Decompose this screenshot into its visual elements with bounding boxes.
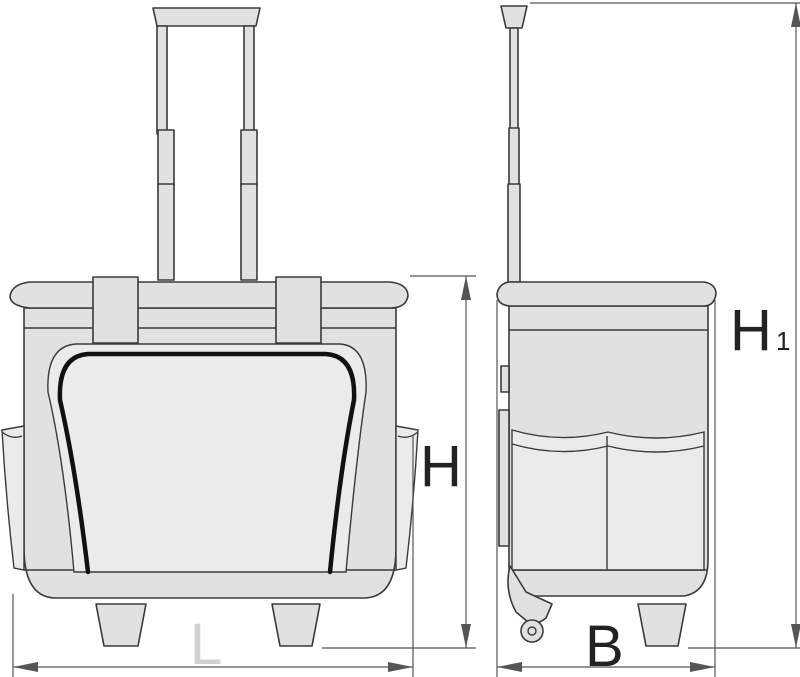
dimension-lines [12,2,800,677]
side-back-bracket-lower [498,409,510,547]
side-telescopic-handle [500,5,528,283]
total-height-label: H [730,298,772,363]
height-label: H [420,434,462,499]
front-right-foot [271,603,321,647]
front-view [1,7,419,647]
front-left-foot [95,603,147,647]
side-pocket [511,429,705,571]
front-right-side-pocket [395,425,419,571]
front-top-rim [9,281,409,309]
length-label: L [190,612,222,677]
front-telescopic-handle [152,7,261,281]
front-pocket-zipper [57,351,357,575]
side-top-rim [496,281,717,307]
total-height-subscript: 1 [776,326,790,356]
front-left-strap [92,276,139,344]
side-view [496,5,717,647]
front-pocket-panel [47,343,367,573]
side-back-bracket-upper [500,365,510,393]
width-label: B [585,614,624,677]
front-left-side-pocket [1,425,25,571]
side-wheel [520,619,544,643]
side-foot [637,603,687,647]
front-right-strap [275,276,322,344]
